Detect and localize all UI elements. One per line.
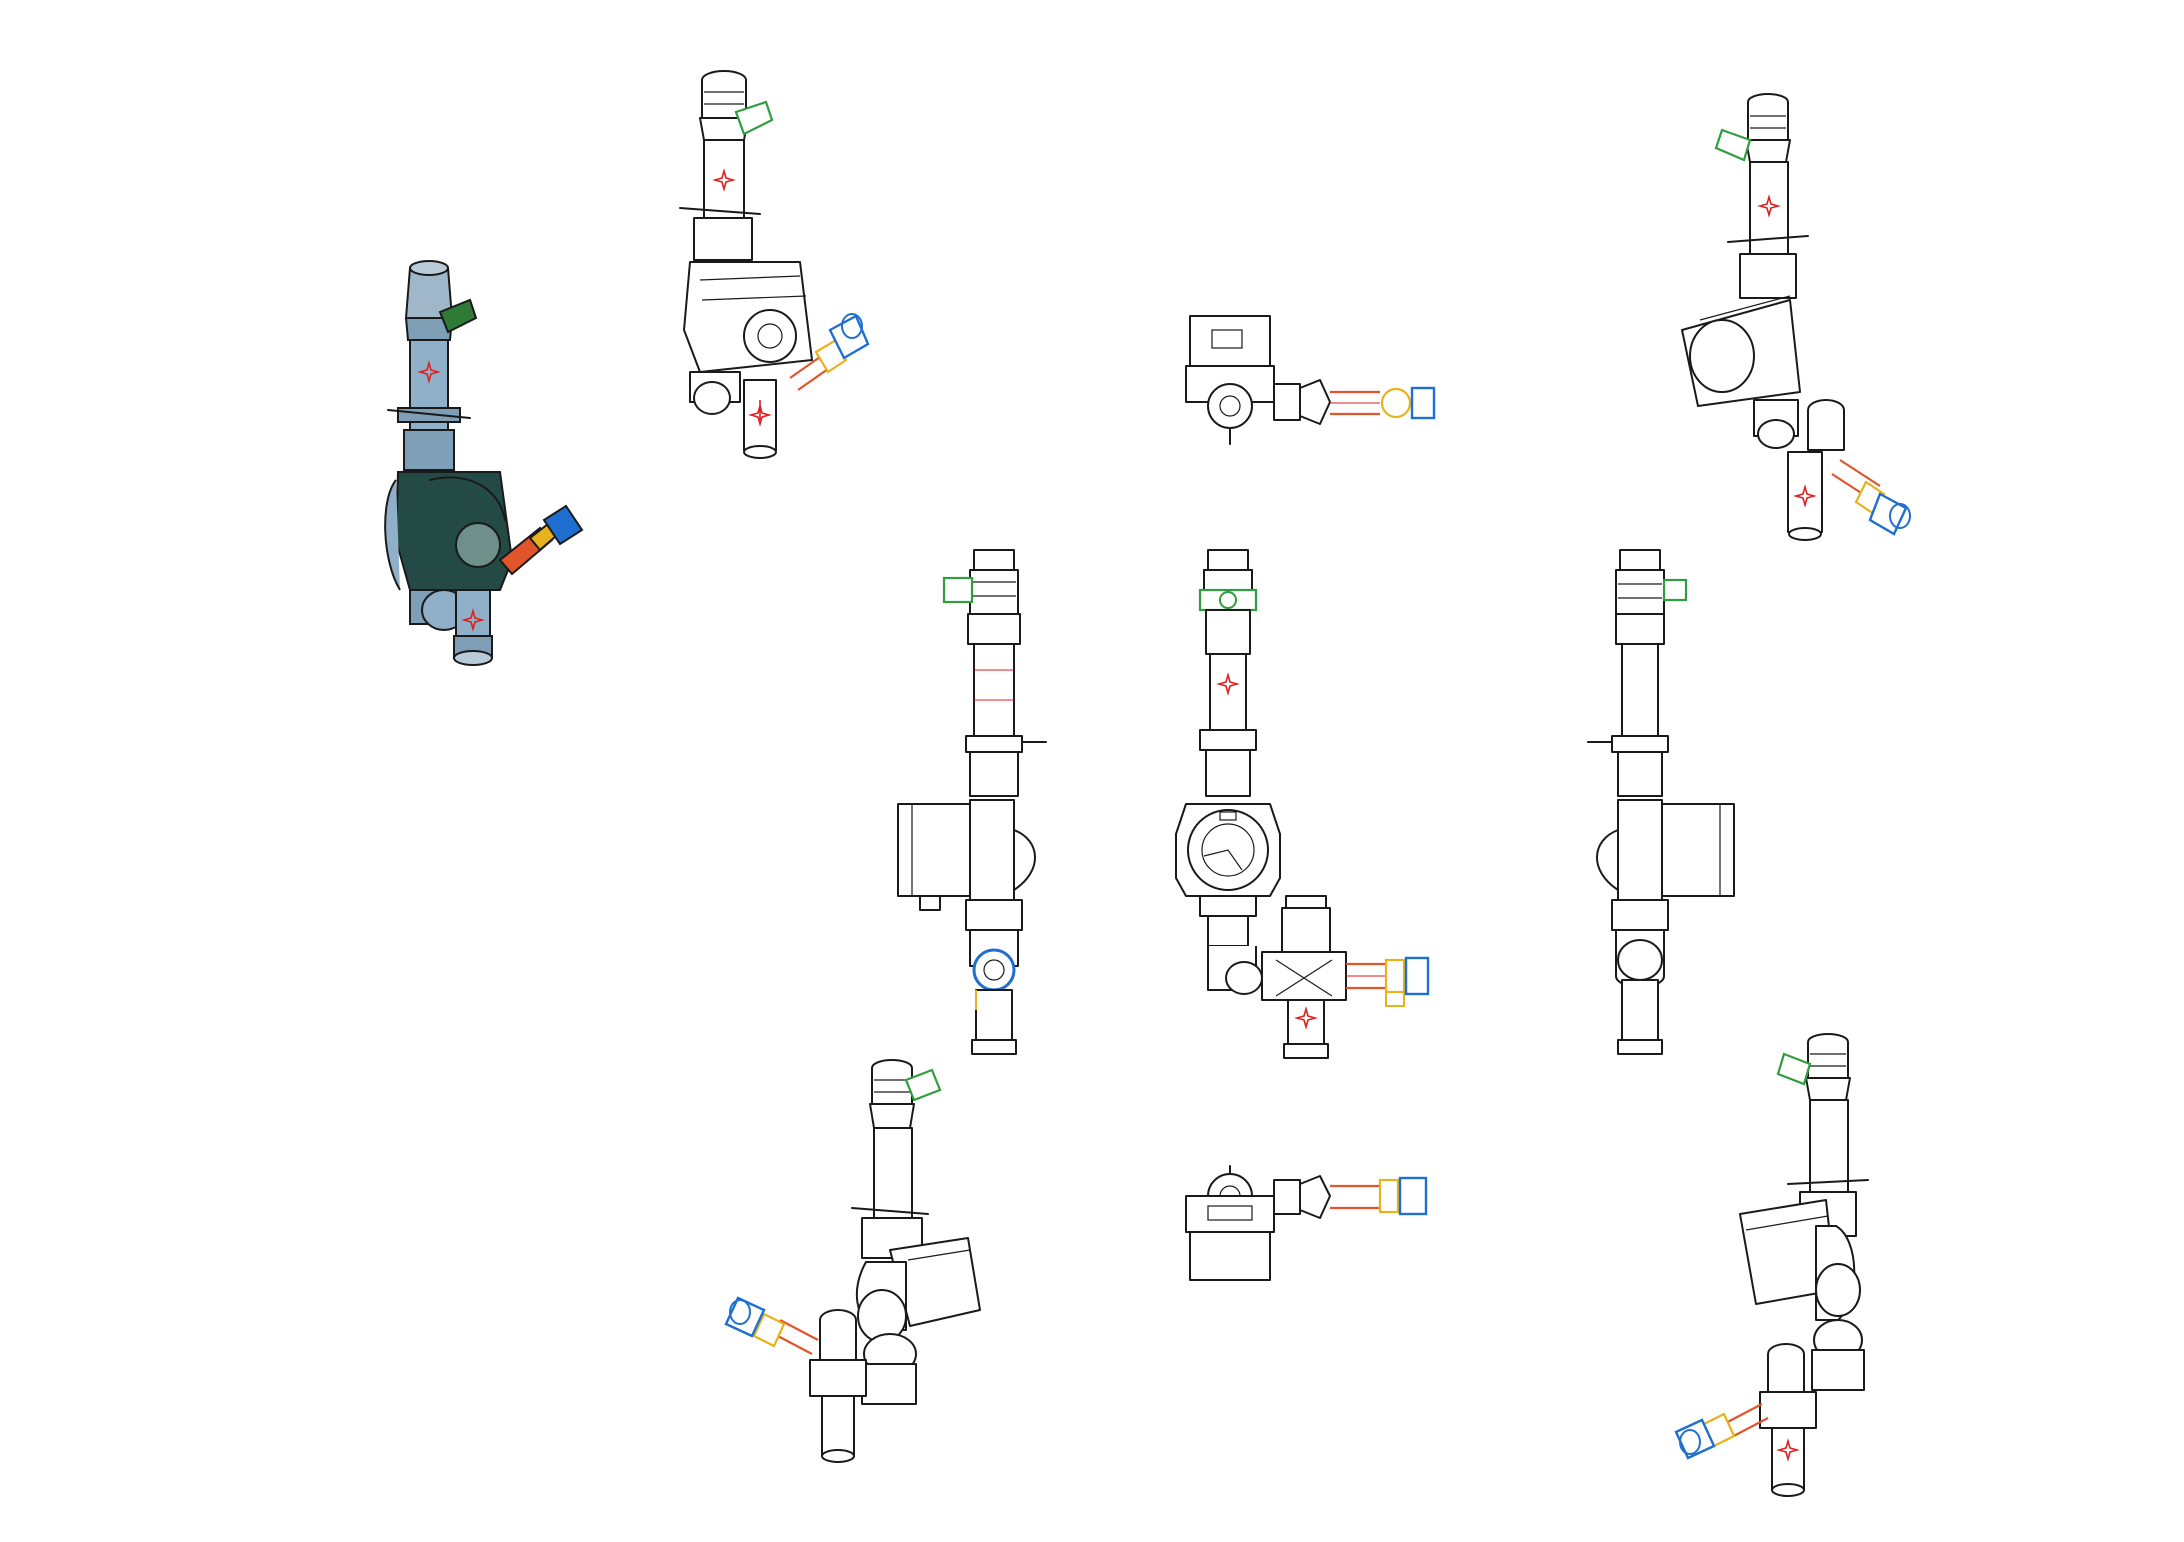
pump-assembly-front-icon: [1175, 549, 1430, 1059]
pump-assembly-isometric-icon: [1674, 1033, 1869, 1497]
pump-assembly-side-icon: [897, 549, 1047, 1055]
pump-assembly-side-icon: [1587, 549, 1735, 1055]
pump-assembly-isometric-icon: [1681, 93, 1911, 541]
pump-assembly-isometric-icon: [679, 70, 870, 459]
pump-assembly-isometric-shaded-icon: [384, 260, 584, 666]
pump-assembly-top-icon: [1185, 315, 1436, 445]
pump-assembly-bottom-icon: [1185, 1165, 1428, 1281]
pump-assembly-isometric-icon: [724, 1059, 981, 1463]
